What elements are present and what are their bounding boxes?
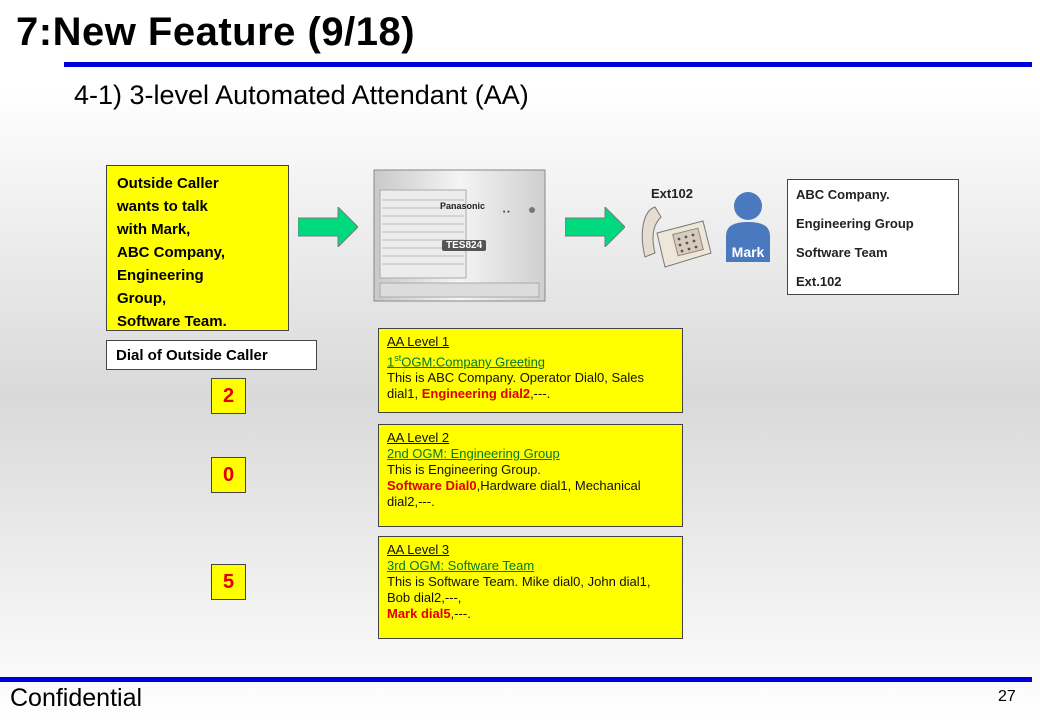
- caller-line: with Mark,: [117, 221, 191, 238]
- slide-title: 7:New Feature (9/18): [16, 10, 416, 54]
- caller-line: wants to talk: [117, 198, 208, 215]
- extension-label: Ext102: [651, 186, 693, 201]
- aa-level-title: AA Level 3: [387, 542, 450, 557]
- title-rule: [64, 62, 1032, 67]
- caller-line: Engineering: [117, 267, 204, 284]
- aa-ogm-title: 2nd OGM: Engineering Group: [387, 446, 560, 461]
- ogm-sup: st: [394, 353, 402, 363]
- aa-highlight: Software Dial0: [387, 478, 477, 493]
- aa-highlight: Engineering dial2: [421, 386, 531, 402]
- extension-info-box: ABC Company. Engineering Group Software …: [787, 179, 959, 295]
- pbx-unit-icon: ● ●: [373, 169, 546, 302]
- caller-line: Group,: [117, 290, 167, 307]
- aa-ogm-title: 1stOGM:Company Greeting: [387, 350, 674, 370]
- aa-ogm-title: 3rd OGM: Software Team: [387, 558, 535, 573]
- slide-subtitle: 4-1) 3-level Automated Attendant (AA): [74, 80, 529, 110]
- aa-level-2-box: AA Level 2 2nd OGM: Engineering Group Th…: [378, 424, 683, 527]
- aa-level-1-box: AA Level 1 1stOGM:Company Greeting This …: [378, 328, 683, 413]
- caller-line: Software Team.: [117, 313, 227, 330]
- telephone-icon: [641, 206, 712, 268]
- page-number: 27: [998, 688, 1016, 705]
- dial-digit: 2: [211, 378, 246, 414]
- footer-confidential: Confidential: [10, 684, 143, 712]
- aa-text: This is ABC Company. Operator Dial0, Sal…: [387, 370, 644, 402]
- aa-level-title: AA Level 1: [387, 334, 450, 349]
- caller-box: Outside Caller wants to talk with Mark, …: [106, 165, 289, 331]
- footer-rule: [0, 677, 1032, 682]
- arrow-right-icon: [298, 207, 358, 247]
- info-line: Ext.102: [796, 274, 842, 289]
- person-name: Mark: [731, 244, 765, 260]
- caller-line: Outside Caller: [117, 175, 219, 192]
- ogm-rest: OGM:Company Greeting: [401, 354, 546, 370]
- ogm-prefix: 1: [387, 354, 395, 370]
- person-icon: [726, 192, 770, 262]
- aa-after: ,---.: [450, 606, 471, 621]
- aa-text: This is Software Team. Mike dial0, John …: [387, 574, 651, 605]
- pbx-model: TES824: [442, 240, 487, 251]
- info-line: ABC Company.: [796, 187, 890, 202]
- dial-digit: 5: [211, 564, 246, 600]
- svg-text:● ●: ● ●: [503, 209, 510, 215]
- aa-highlight: Mark dial5: [387, 606, 451, 621]
- arrow-right-icon: [565, 207, 625, 247]
- pbx-brand: Panasonic: [440, 201, 486, 211]
- aa-after: ,---.: [530, 386, 551, 402]
- dial-digit: 0: [211, 457, 246, 493]
- aa-text: This is Engineering Group.: [387, 462, 541, 477]
- aa-level-title: AA Level 2: [387, 430, 450, 445]
- info-line: Software Team: [796, 245, 888, 260]
- aa-level-3-box: AA Level 3 3rd OGM: Software Team This i…: [378, 536, 683, 639]
- aa-after: ,Hardware dial1, Mechanical dial2,---.: [387, 478, 641, 509]
- info-line: Engineering Group: [796, 216, 914, 231]
- dial-label: Dial of Outside Caller: [106, 340, 317, 370]
- caller-line: ABC Company,: [117, 244, 226, 261]
